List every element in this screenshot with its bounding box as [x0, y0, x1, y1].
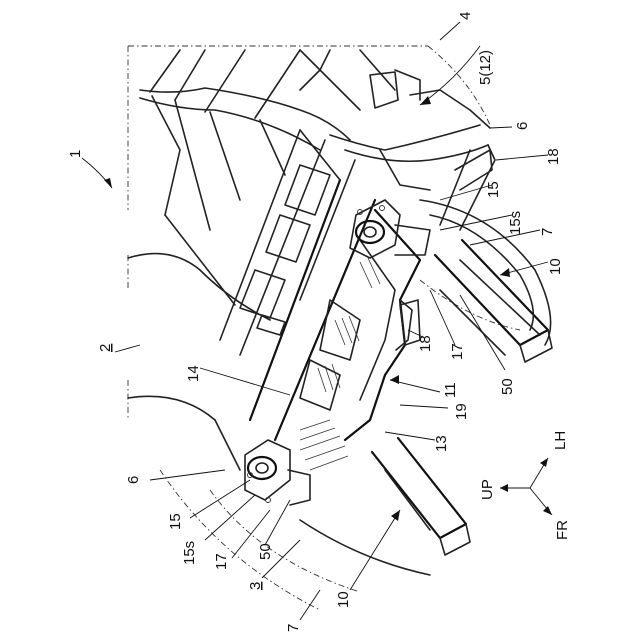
- label-ref-50-left: 50: [257, 543, 274, 560]
- label-ref-15-right: 15: [485, 181, 502, 198]
- side-frame-14: [220, 130, 375, 440]
- rear-reinforcement: [330, 70, 495, 230]
- axis-labels: UP LH FR: [479, 431, 571, 540]
- shading-hatch: [300, 258, 380, 470]
- label-ref-14: 14: [185, 365, 202, 382]
- label-ref-15s-right: 15s: [507, 211, 524, 235]
- label-ref-2: 2: [97, 344, 114, 352]
- bracket-18: [400, 150, 492, 345]
- label-ref-1: 1: [67, 150, 84, 158]
- label-ref-5-12: 5(12): [477, 50, 494, 85]
- label-ref-4: 4: [457, 12, 474, 20]
- reference-labels: 1 2 3 4 5(12) 6 6 7 7 10 10 11 13 14 15 …: [67, 12, 564, 632]
- label-ref-15-left: 15: [167, 513, 184, 530]
- label-ref-19: 19: [453, 403, 470, 420]
- cross-member-13: [300, 210, 420, 470]
- label-ref-50-right: 50: [499, 378, 516, 395]
- label-ref-3: 3: [247, 582, 264, 590]
- label-ref-17-right: 17: [449, 343, 466, 360]
- label-ref-6-top: 6: [514, 122, 531, 130]
- orientation-axes: [500, 458, 552, 515]
- axis-label-up: UP: [479, 479, 496, 500]
- label-ref-18-mid: 18: [417, 335, 434, 352]
- side-member-10-left: [372, 438, 470, 555]
- floor-panel: [128, 50, 395, 470]
- axis-label-lh: LH: [552, 431, 569, 450]
- label-ref-7-right: 7: [539, 228, 556, 236]
- label-ref-15s-left: 15s: [181, 541, 198, 565]
- label-ref-17-left: 17: [213, 553, 230, 570]
- label-ref-11: 11: [442, 382, 459, 398]
- label-ref-18-top: 18: [545, 148, 562, 165]
- axis-label-fr: FR: [554, 520, 571, 540]
- label-ref-13: 13: [433, 435, 450, 452]
- label-ref-6-left: 6: [125, 476, 142, 484]
- label-ref-10-bottom: 10: [335, 591, 352, 608]
- label-ref-10-right: 10: [547, 258, 564, 275]
- label-ref-7-bottom: 7: [285, 624, 302, 632]
